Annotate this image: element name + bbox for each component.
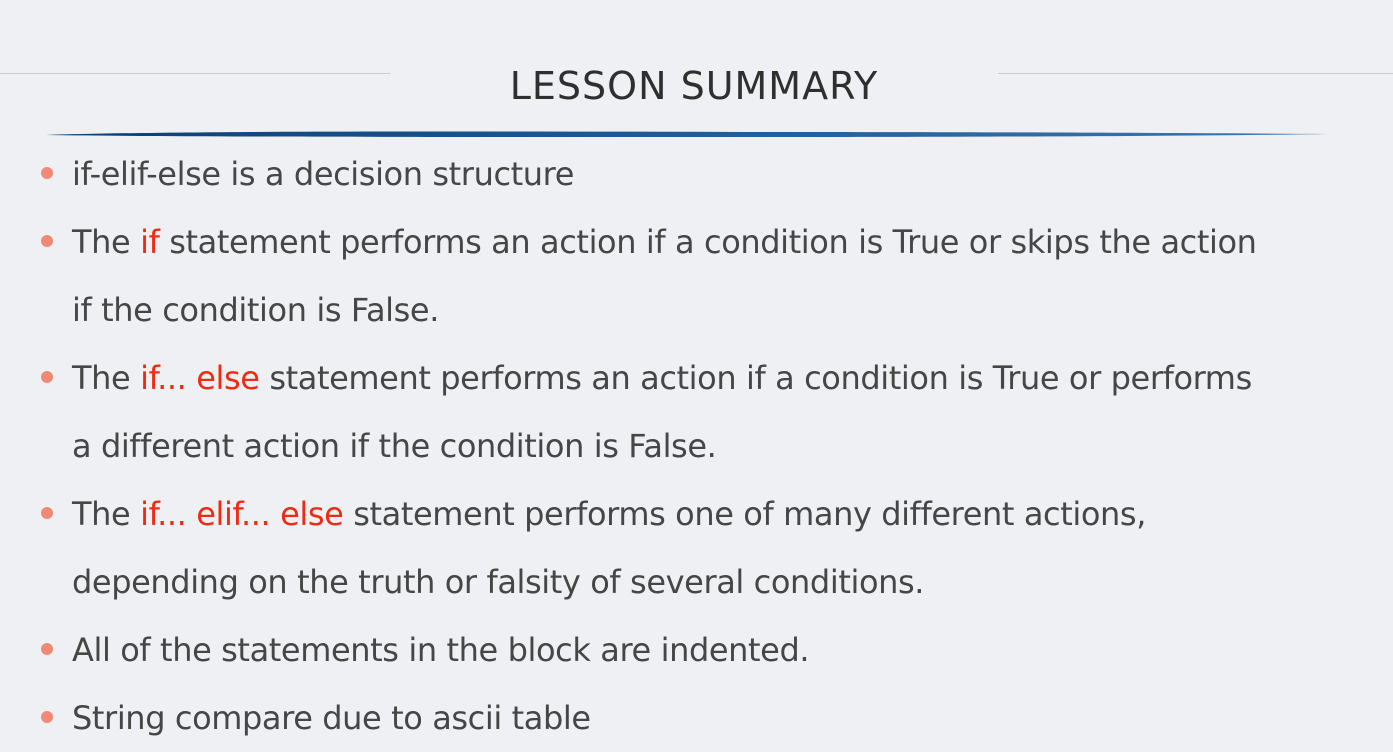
list-item: String compare due to ascii table: [0, 684, 1393, 752]
keyword-if: if: [140, 223, 160, 261]
list-item: The if statement performs an action if a…: [0, 208, 1393, 344]
list-item: All of the statements in the block are i…: [0, 616, 1393, 684]
bullet-text: String compare due to ascii table: [72, 699, 591, 737]
bullet-text: statement performs one of many different…: [343, 495, 1146, 533]
list-item: if-elif-else is a decision structure: [0, 140, 1393, 208]
list-item: The if... elif... else statement perform…: [0, 480, 1393, 616]
bullet-dot: [41, 235, 53, 247]
summary-list: if-elif-else is a decision structure The…: [0, 140, 1393, 752]
bullet-text: if-elif-else is a decision structure: [72, 155, 575, 193]
bullet-dot: [41, 711, 53, 723]
list-item: The if... else statement performs an act…: [0, 344, 1393, 480]
keyword-if-elif-else: if... elif... else: [140, 495, 344, 533]
bullet-prefix: The: [72, 359, 141, 397]
title-underline-brush: [46, 131, 1328, 137]
bullet-continuation: depending on the truth or falsity of sev…: [72, 563, 925, 601]
bullet-continuation: if the condition is False.: [72, 291, 439, 329]
header-rule-left: [0, 73, 390, 74]
bullet-text: statement performs an action if a condit…: [259, 359, 1252, 397]
bullet-dot: [41, 371, 53, 383]
bullet-text: All of the statements in the block are i…: [72, 631, 810, 669]
bullet-prefix: The: [72, 223, 141, 261]
keyword-if-else: if... else: [140, 359, 260, 397]
bullet-text: statement performs an action if a condit…: [159, 223, 1257, 261]
bullet-dot: [41, 643, 53, 655]
bullet-prefix: The: [72, 495, 141, 533]
slide-title: LESSON SUMMARY: [509, 64, 879, 108]
bullet-dot: [41, 167, 53, 179]
bullet-dot: [41, 507, 53, 519]
bullet-continuation: a different action if the condition is F…: [72, 427, 717, 465]
header-rule-right: [998, 73, 1393, 74]
